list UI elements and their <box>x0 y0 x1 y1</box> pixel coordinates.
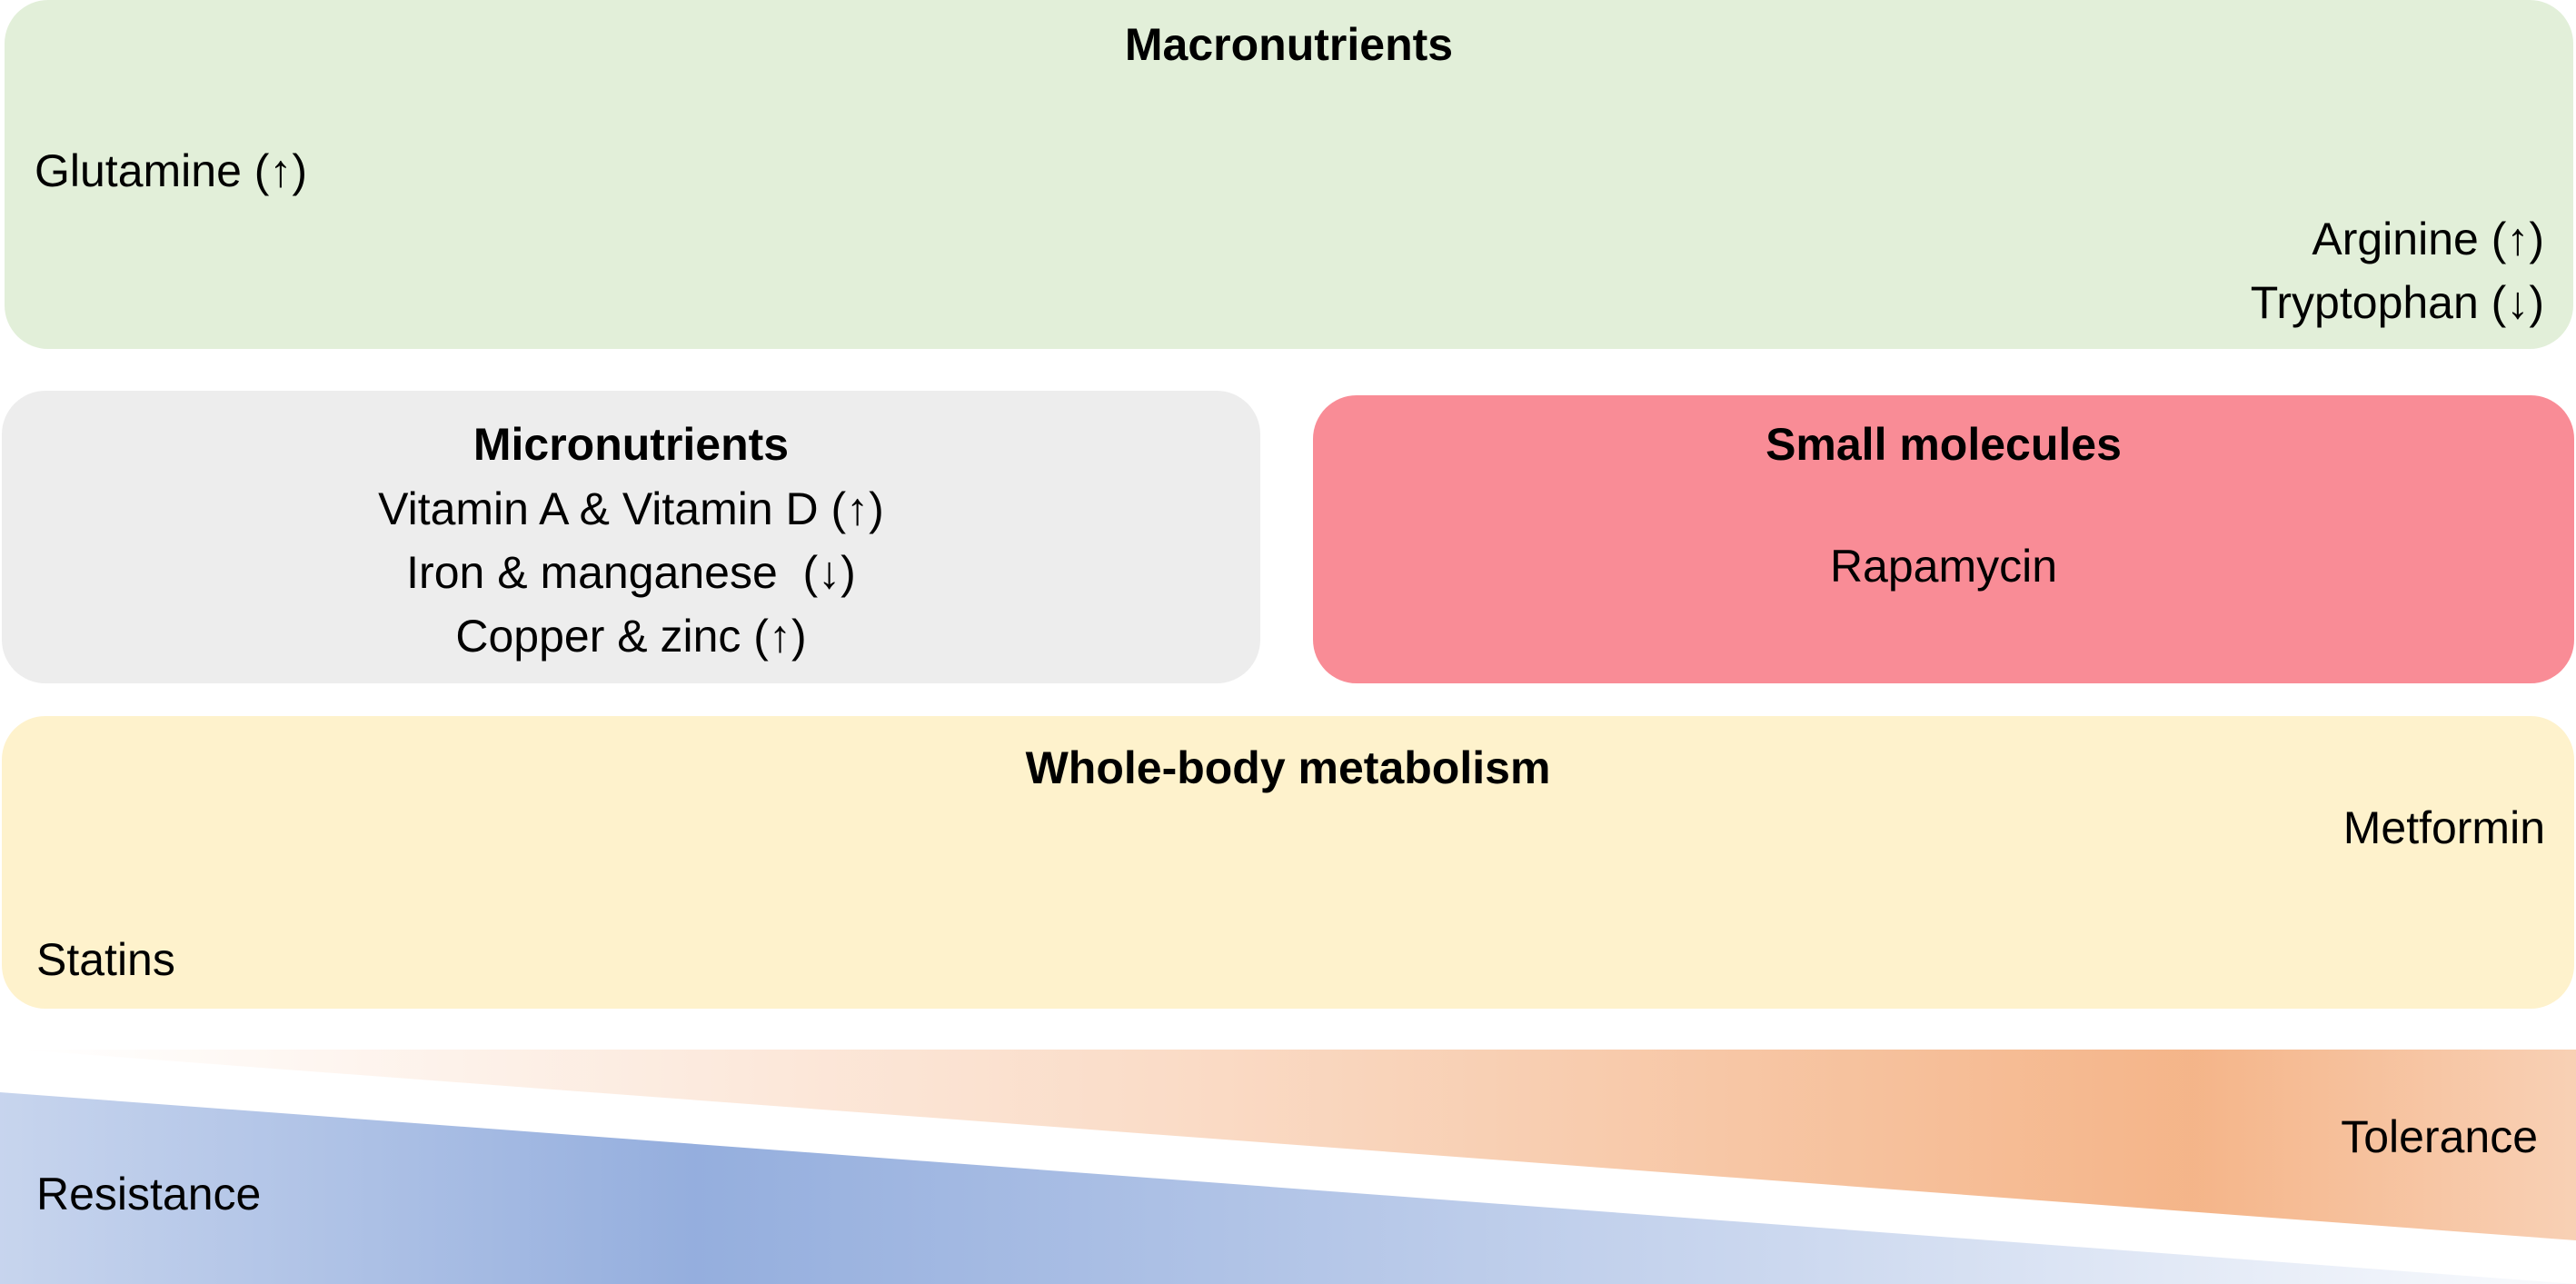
copper-zinc-label: Copper & zinc (↑) <box>455 611 807 662</box>
statins-label: Statins <box>36 934 175 985</box>
vitamin-a-d-label: Vitamin A & Vitamin D (↑) <box>378 483 884 534</box>
small-molecules-title: Small molecules <box>1765 419 2122 470</box>
macronutrients-panel: Macronutrients Glutamine (↑) Arginine (↑… <box>5 0 2573 349</box>
micronutrients-panel: Micronutrients Vitamin A & Vitamin D (↑)… <box>2 391 1260 683</box>
metformin-label: Metformin <box>2342 802 2545 853</box>
tolerance-label: Tolerance <box>2341 1111 2538 1162</box>
resistance-tolerance-gradient <box>0 1050 2576 1284</box>
whole-body-metabolism-panel: Whole-body metabolism Metformin Statins <box>2 716 2574 1009</box>
resistance-wedge <box>0 1092 2576 1284</box>
tryptophan-label: Tryptophan (↓) <box>2250 277 2544 328</box>
micronutrients-list: Vitamin A & Vitamin D (↑) Iron & mangane… <box>2 477 1260 668</box>
arginine-label: Arginine (↑) <box>2312 214 2544 264</box>
whole-body-metabolism-title: Whole-body metabolism <box>1025 742 1551 793</box>
small-molecules-panel: Small molecules Rapamycin <box>1313 395 2574 683</box>
tolerance-wedge <box>18 1050 2576 1240</box>
micronutrients-title: Micronutrients <box>472 419 790 470</box>
macronutrients-title: Macronutrients <box>1124 19 1454 70</box>
amino-acid-list: Arginine (↑) Tryptophan (↓) <box>2251 207 2544 334</box>
resistance-label: Resistance <box>36 1169 262 1219</box>
iron-manganese-label: Iron & manganese (↓) <box>406 547 856 598</box>
glutamine-label: Glutamine (↑) <box>35 145 308 196</box>
rapamycin-label: Rapamycin <box>1829 541 2058 592</box>
